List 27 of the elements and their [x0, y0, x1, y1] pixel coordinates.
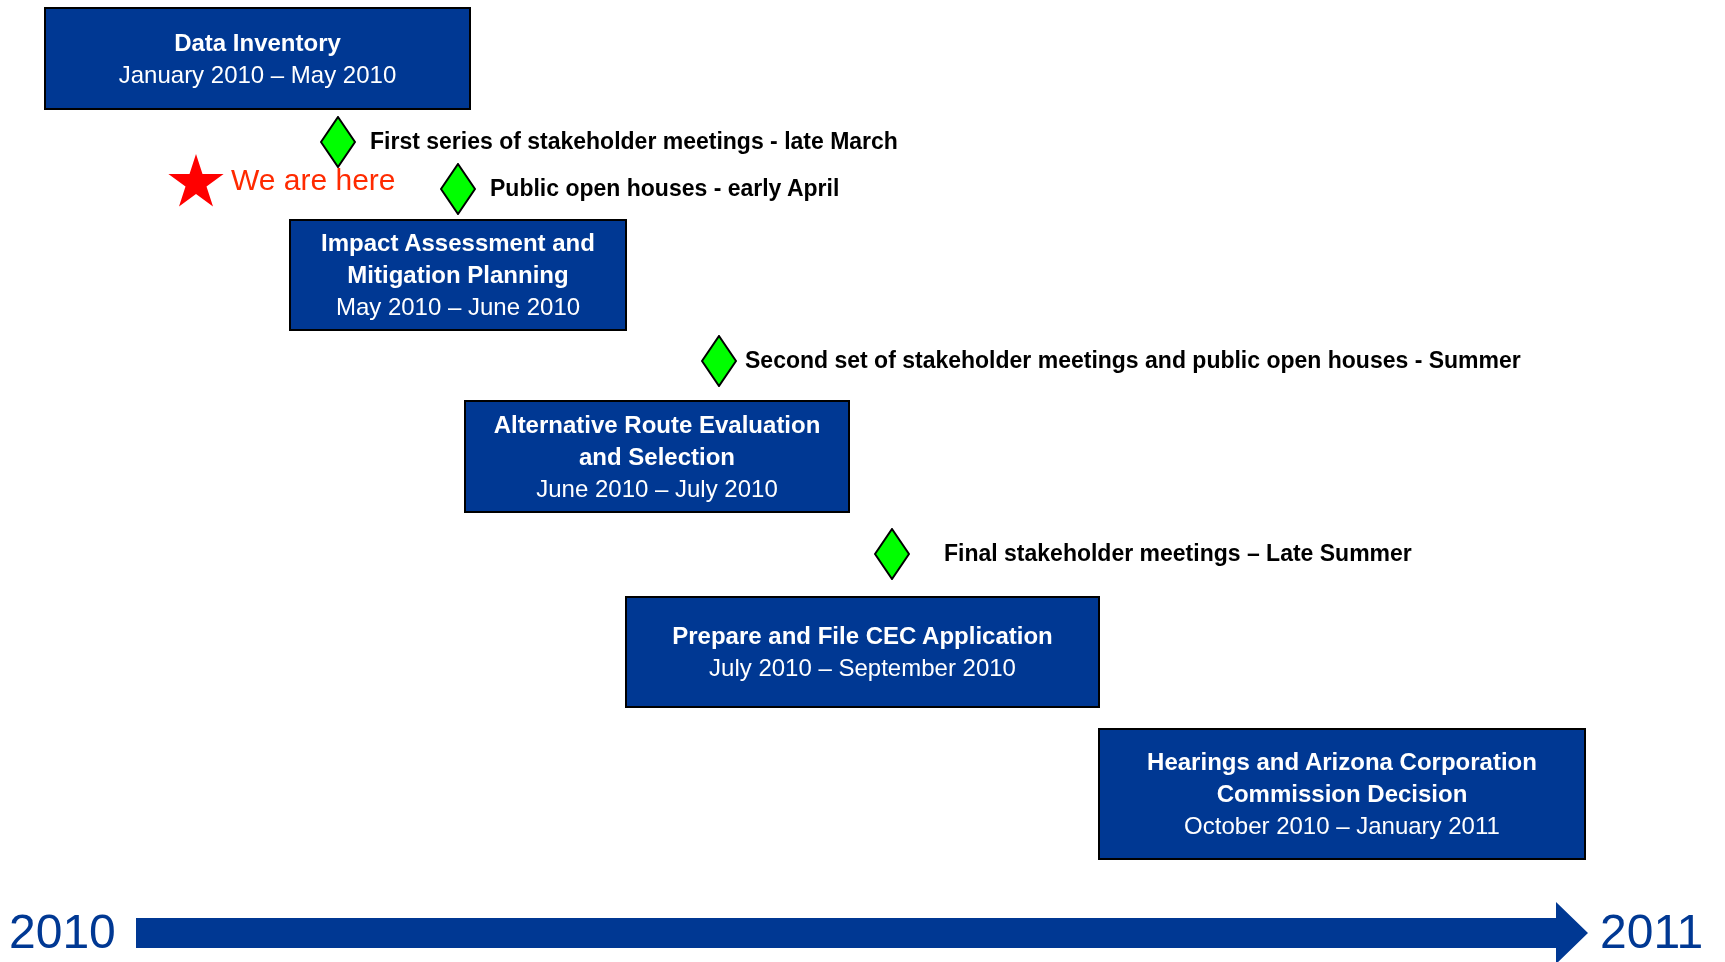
milestone-label: Public open houses - early April	[490, 175, 840, 202]
phase-dates: June 2010 – July 2010	[536, 473, 778, 504]
phase-dates: July 2010 – September 2010	[709, 653, 1016, 683]
phase-box	[44, 7, 471, 110]
phase-title: Alternative Route Evaluation and Selection	[492, 409, 822, 472]
phase-box	[1098, 728, 1586, 860]
phase-title: Prepare and File CEC Application	[672, 621, 1053, 651]
marker-caption: We are here	[231, 163, 396, 197]
phase-dates: May 2010 – June 2010	[335, 292, 581, 322]
year-label: 2010	[9, 906, 116, 958]
phase-dates: October 2010 – January 2011	[1184, 811, 1500, 841]
phase-box	[289, 219, 627, 331]
phase-title: Data Inventory	[174, 27, 341, 58]
phase-title: Impact Assessment and Mitigation Planning	[320, 228, 596, 290]
phase-box	[464, 400, 850, 513]
milestone-label: Second set of stakeholder meetings and public open houses - Summer	[745, 347, 1521, 374]
year-label: 2011	[1600, 906, 1704, 958]
milestone-label: First series of stakeholder meetings - late March	[370, 128, 898, 155]
milestone-diamond	[440, 163, 476, 215]
phase-dates: January 2010 – May 2010	[118, 59, 397, 90]
phase-box	[625, 596, 1100, 708]
milestone-label: Final stakeholder meetings – Late Summer	[944, 540, 1412, 567]
milestone-diamond	[320, 116, 356, 168]
milestone-diamond	[701, 335, 737, 387]
star-marker	[167, 153, 225, 209]
phase-title: Hearings and Arizona Corporation Commission Decision	[1146, 747, 1538, 809]
milestone-diamond	[874, 528, 910, 580]
